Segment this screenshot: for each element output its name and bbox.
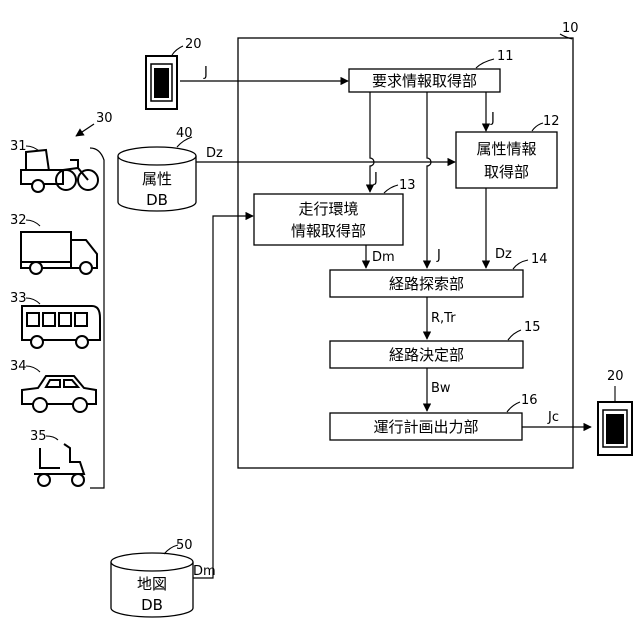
ref-car-33: 33 — [10, 291, 27, 306]
ref-15: 15 — [524, 320, 541, 335]
ref-map-db: 50 — [176, 538, 193, 553]
label-bw: Bw — [431, 381, 451, 396]
tricycle-icon — [21, 150, 98, 192]
ref-car-34: 34 — [10, 359, 27, 374]
ref-14: 14 — [531, 252, 548, 267]
label-jc: Jc — [547, 410, 559, 425]
label-dz-search: Dz — [495, 247, 512, 262]
label-j-search: J — [436, 248, 441, 263]
label-j-attr: J — [490, 111, 495, 126]
box-env-label-2: 情報取得部 — [291, 222, 366, 240]
map-db-label-2: DB — [141, 596, 163, 614]
box-decide-label: 経路決定部 — [389, 346, 464, 364]
mobility-scooter-icon — [34, 444, 84, 486]
label-r-tr: R,Tr — [431, 311, 456, 326]
box-request-label: 要求情報取得部 — [372, 72, 477, 90]
ref-16: 16 — [521, 393, 538, 408]
attr-db-label-2: DB — [146, 191, 168, 209]
box-env-label-1: 走行環境 — [298, 200, 358, 218]
ref-12: 12 — [543, 114, 560, 129]
label-dz-db: Dz — [206, 146, 223, 161]
car-icon — [22, 376, 96, 412]
box-search-label: 経路探索部 — [389, 275, 464, 293]
box-output-label: 運行計画出力部 — [373, 418, 478, 436]
bus-icon — [22, 306, 100, 348]
smartphone-icon — [146, 56, 177, 109]
ref-car-35: 35 — [30, 429, 47, 444]
ref-vehicle-group: 30 — [96, 111, 113, 126]
label-dm-map: Dm — [193, 564, 216, 579]
label-dm-env: Dm — [372, 250, 395, 265]
ref-11: 11 — [497, 49, 514, 64]
ref-system: 10 — [562, 21, 579, 36]
attr-db-label-1: 属性 — [142, 170, 172, 188]
ref-attr-db: 40 — [176, 126, 193, 141]
truck-icon — [21, 232, 97, 274]
ref-13: 13 — [399, 178, 416, 193]
label-j-env: J — [373, 171, 378, 186]
ref-car-32: 32 — [10, 213, 27, 228]
ref-terminal-top: 20 — [185, 37, 202, 52]
smartphone-icon — [598, 402, 632, 455]
label-j-terminal: J — [203, 65, 208, 80]
box-attr-label-1: 属性情報 — [476, 140, 536, 158]
ref-car-31: 31 — [10, 139, 27, 154]
box-attr-label-2: 取得部 — [484, 163, 529, 181]
map-db-label-1: 地図 — [137, 575, 167, 593]
ref-terminal-right: 20 — [607, 369, 624, 384]
